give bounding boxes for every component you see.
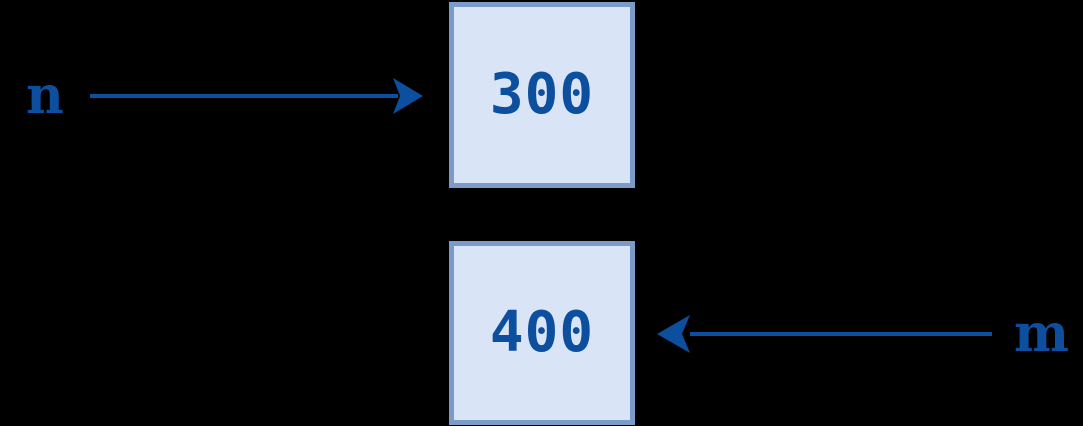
object-value-400: 400 [489,300,595,365]
object-box-400: 400 [449,241,635,425]
object-box-300: 300 [449,2,635,188]
arrow-m-head [657,315,690,353]
arrow-m-to-400 [657,315,992,353]
object-value-300: 300 [489,62,595,127]
arrow-n-to-300 [90,78,423,114]
variable-label-n: n [26,65,64,126]
arrow-n-head [393,78,423,114]
variable-label-m: m [1014,303,1070,364]
